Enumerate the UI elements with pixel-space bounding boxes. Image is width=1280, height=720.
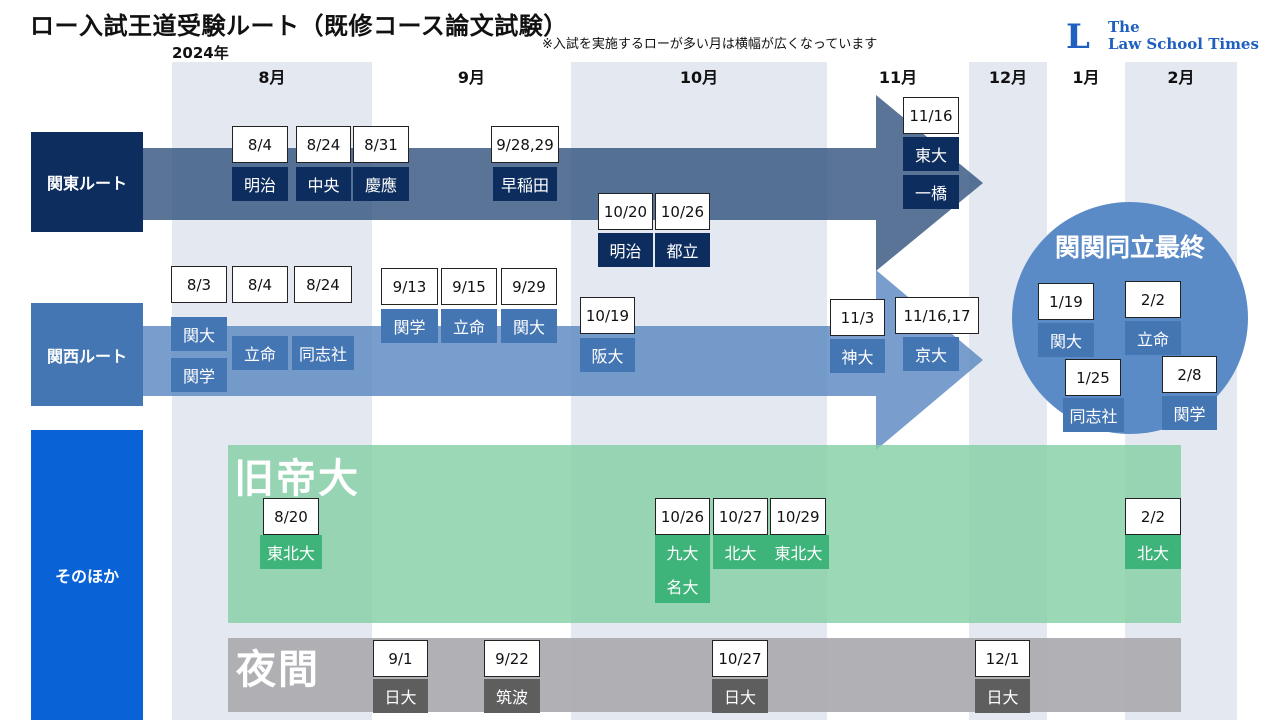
school-tag: 明治 [598, 233, 653, 267]
school-tag: 神大 [830, 339, 885, 373]
exam-date: 10/27 [712, 640, 768, 677]
exam-date: 1/19 [1038, 283, 1094, 320]
school-tag: 立命 [1125, 321, 1181, 355]
school-tag: 京大 [903, 337, 959, 371]
logo-line-2: Law School Times [1108, 35, 1259, 53]
final-round-label: 関関同立最終 [1054, 233, 1205, 262]
school-tag: 関大 [1038, 323, 1094, 357]
kyutei-band-title: 旧帝大 [234, 456, 360, 502]
yakan-band-title: 夜間 [236, 647, 320, 693]
school-tag: 東大 [903, 137, 959, 171]
exam-date: 8/31 [353, 126, 409, 163]
logo-mark: L [1066, 17, 1090, 57]
school-tag: 関大 [171, 317, 227, 351]
exam-date: 9/28,29 [491, 126, 559, 163]
kansai-arrow [142, 270, 983, 450]
exam-date: 9/13 [381, 268, 438, 305]
exam-date: 9/15 [441, 268, 497, 305]
exam-date: 10/26 [655, 498, 710, 535]
route-label-kanto: 関東ルート [31, 132, 143, 232]
school-tag: 明治 [232, 167, 288, 201]
month-label-aug: 8月 [258, 68, 286, 87]
exam-date: 10/20 [598, 193, 653, 230]
exam-date: 2/2 [1125, 281, 1181, 318]
exam-date: 8/4 [232, 266, 288, 303]
school-tag: 日大 [712, 679, 768, 713]
exam-date: 12/1 [975, 640, 1030, 677]
school-tag: 関学 [171, 358, 227, 392]
exam-date: 2/2 [1125, 498, 1181, 535]
school-tag: 東北大 [768, 535, 829, 569]
exam-date: 9/29 [501, 268, 557, 305]
school-tag: 阪大 [580, 338, 635, 372]
school-tag: 慶應 [353, 167, 409, 201]
month-label-dec: 12月 [988, 68, 1028, 87]
exam-date: 10/27 [713, 498, 768, 535]
school-tag: 関学 [381, 309, 438, 343]
school-tag: 名大 [655, 569, 710, 603]
route-label-other: そのほか [31, 430, 143, 720]
school-tag: 一橋 [903, 175, 959, 209]
month-label-feb: 2月 [1167, 68, 1195, 87]
exam-date: 10/29 [770, 498, 826, 535]
exam-date: 9/22 [484, 640, 540, 677]
school-tag: 立命 [441, 309, 497, 343]
route-label-kansai: 関西ルート [31, 303, 143, 406]
school-tag: 早稲田 [493, 167, 557, 201]
exam-date: 8/4 [232, 126, 288, 163]
school-tag: 関大 [501, 309, 557, 343]
exam-date: 10/26 [655, 193, 710, 230]
exam-date: 8/24 [296, 126, 351, 163]
school-tag: 都立 [655, 233, 710, 267]
exam-date: 11/16,17 [895, 297, 979, 334]
school-tag: 筑波 [484, 679, 540, 713]
school-tag: 北大 [713, 535, 768, 569]
exam-date: 9/1 [373, 640, 428, 677]
school-tag: 中央 [296, 167, 351, 201]
month-label-nov: 11月 [878, 68, 918, 87]
note-text: ※入試を実施するローが多い月は横幅が広くなっています [542, 37, 878, 52]
yakan-band [228, 638, 1181, 712]
school-tag: 日大 [373, 679, 428, 713]
kanto-arrow [142, 95, 983, 271]
year-label: 2024年 [172, 44, 229, 62]
exam-date: 11/16 [903, 97, 959, 134]
exam-date: 10/19 [580, 297, 635, 334]
exam-date: 8/20 [263, 498, 319, 535]
school-tag: 東北大 [260, 535, 322, 569]
exam-date: 1/25 [1065, 359, 1121, 396]
exam-date: 11/3 [830, 299, 885, 336]
logo-line-1: The [1108, 18, 1140, 36]
month-label-sep: 9月 [457, 68, 486, 87]
exam-date: 8/3 [171, 266, 227, 303]
logo: L The Law School Times [1066, 18, 1266, 58]
school-tag: 同志社 [1063, 398, 1124, 432]
exam-date: 8/24 [294, 266, 352, 303]
page-title: ロー入試王道受験ルート（既修コース論文試験） [30, 12, 568, 40]
school-tag: 日大 [975, 679, 1030, 713]
month-label-oct: 10月 [679, 68, 719, 87]
exam-date: 2/8 [1162, 356, 1217, 393]
school-tag: 立命 [232, 336, 288, 370]
school-tag: 関学 [1162, 396, 1217, 430]
school-tag: 同志社 [292, 336, 354, 370]
school-tag: 北大 [1125, 535, 1181, 569]
month-label-jan: 1月 [1072, 68, 1100, 87]
school-tag: 九大 [655, 535, 710, 569]
